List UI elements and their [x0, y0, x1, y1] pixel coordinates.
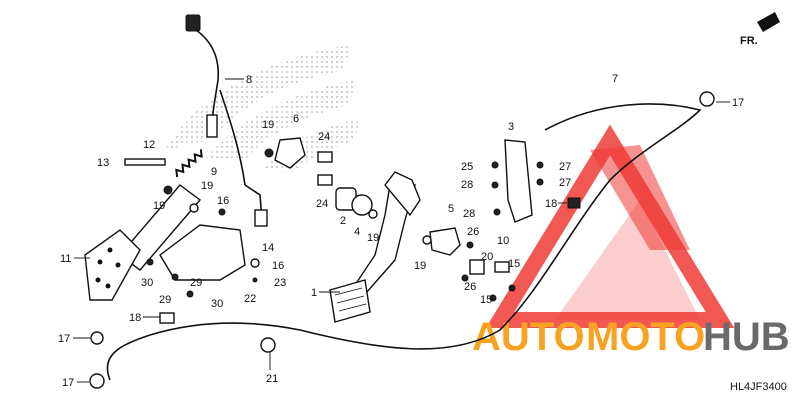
part-12-spring — [175, 149, 203, 178]
callout-30a: 30 — [141, 277, 153, 289]
front-direction-marker: FR. — [740, 12, 780, 47]
callout-15b: 15 — [480, 294, 492, 306]
autohub-watermark: AUTO MOTO HUB — [472, 124, 790, 359]
part-7-cable — [106, 103, 702, 381]
callout-3: 3 — [508, 121, 514, 133]
callout-29b: 29 — [159, 294, 171, 306]
callout-14: 14 — [262, 242, 274, 254]
watermark-auto-text: AUTO — [472, 315, 585, 359]
part-1-brake-pedal — [329, 171, 421, 323]
callout-6: 6 — [293, 113, 299, 125]
fasteners — [146, 148, 544, 302]
callout-19a: 19 — [262, 119, 274, 131]
part-18-grommet-left — [159, 312, 175, 324]
part-10-connector — [494, 261, 510, 273]
callout-11: 11 — [60, 253, 71, 265]
part-24-spacer-bottom — [317, 174, 333, 186]
watermark-hub-text: HUB — [703, 315, 790, 359]
part-4-roller — [351, 194, 373, 216]
callout-17b: 17 — [58, 333, 70, 345]
callout-2: 2 — [340, 215, 346, 227]
callout-12: 12 — [143, 139, 155, 151]
callout-labels: 1 2 4 3 5 6 7 8 9 10 11 12 13 14 15 15 1… — [58, 73, 744, 389]
front-direction-label: FR. — [740, 35, 758, 47]
callout-27b: 27 — [559, 177, 571, 189]
part-24-spacer-top — [317, 151, 333, 163]
part-6-switch — [274, 137, 306, 169]
part-18-grommet-right — [567, 197, 581, 209]
callout-16b: 16 — [272, 260, 284, 272]
callout-28a: 28 — [461, 179, 473, 191]
callout-13: 13 — [97, 157, 109, 169]
callout-20: 20 — [481, 251, 493, 263]
part-14-bracket — [159, 224, 246, 281]
callout-9: 9 — [211, 166, 217, 178]
watermark-moto-text: MOTO — [586, 315, 705, 359]
callout-19c: 19 — [153, 200, 165, 212]
callout-27a: 27 — [559, 161, 571, 173]
callout-19b: 19 — [201, 180, 213, 192]
callout-26a: 26 — [467, 226, 479, 238]
callout-28b: 28 — [463, 208, 475, 220]
callout-17c: 17 — [62, 377, 74, 389]
callout-17a: 17 — [732, 97, 744, 109]
part-20-sensor — [469, 259, 485, 275]
part-13-pin — [124, 158, 166, 166]
callout-4: 4 — [354, 226, 360, 238]
callout-25: 25 — [461, 161, 473, 173]
callout-26b: 26 — [464, 281, 476, 293]
callout-10: 10 — [497, 235, 509, 247]
callout-16a: 16 — [217, 195, 229, 207]
part-21-clamp — [260, 337, 276, 353]
diagram-code: HL4JF3400 — [730, 381, 787, 393]
callout-23: 23 — [274, 277, 286, 289]
callout-18b: 18 — [129, 312, 141, 324]
callout-24b: 24 — [316, 198, 328, 210]
part-17-clip-bottom — [89, 373, 105, 389]
callout-8: 8 — [246, 74, 252, 86]
callout-30b: 30 — [211, 298, 223, 310]
part-17-clip-top — [699, 91, 715, 107]
part-3-mount-plate — [504, 139, 533, 223]
callout-19d: 19 — [367, 232, 379, 244]
callout-1: 1 — [311, 287, 317, 299]
callout-19e: 19 — [414, 260, 426, 272]
callout-22: 22 — [244, 293, 256, 305]
callout-24a: 24 — [318, 131, 330, 143]
callout-7: 7 — [612, 73, 618, 85]
front-arrow-icon — [757, 12, 780, 32]
callout-5: 5 — [448, 203, 454, 215]
part-17-clip-mid — [90, 331, 104, 345]
callout-15a: 15 — [508, 258, 520, 270]
part-5-pivot — [429, 227, 461, 256]
part-11-parking-pedal — [84, 184, 202, 301]
callout-21: 21 — [266, 373, 278, 385]
callout-29a: 29 — [190, 277, 202, 289]
part-8-wire-harness — [185, 14, 268, 227]
callout-18a: 18 — [545, 198, 557, 210]
